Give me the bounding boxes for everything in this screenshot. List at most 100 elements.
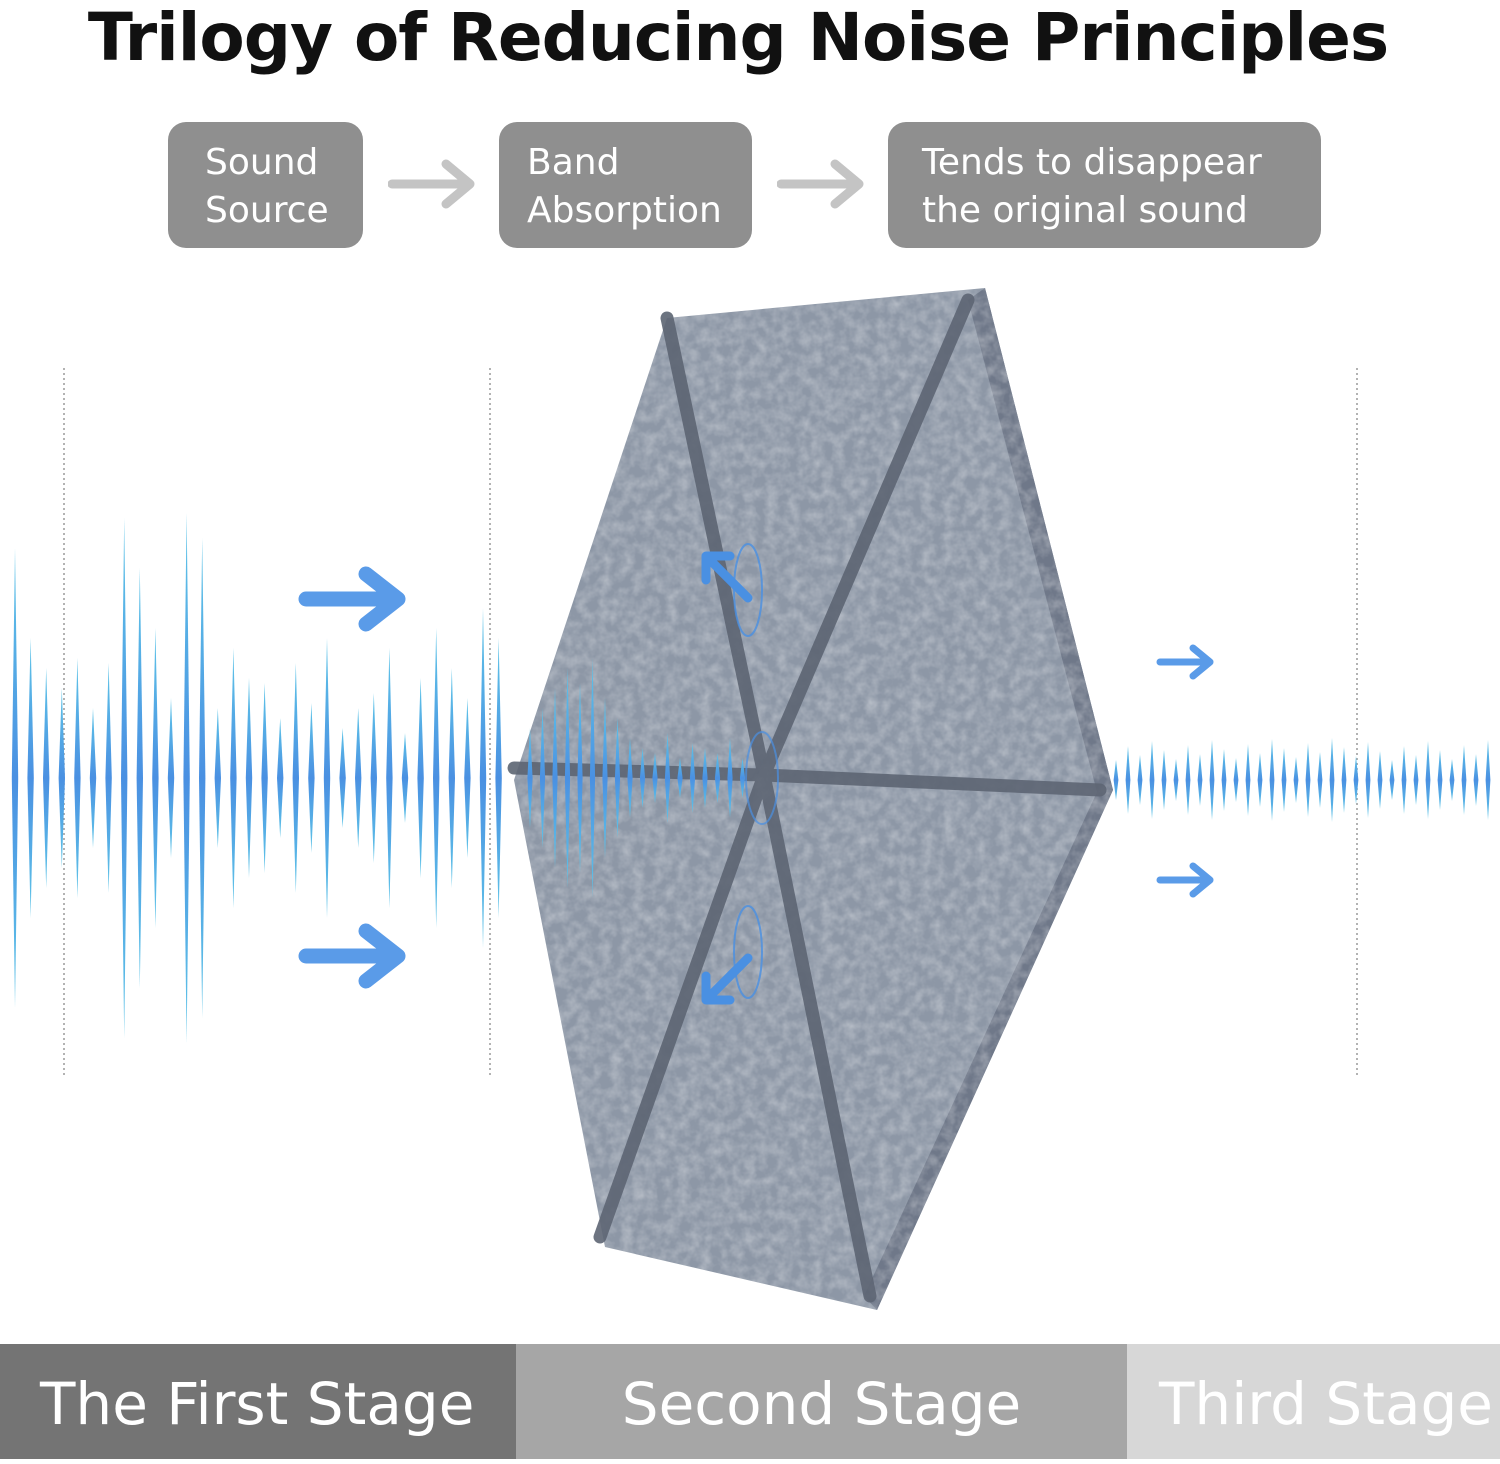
step-box-line: Source	[205, 190, 329, 231]
wave-spike	[1269, 739, 1275, 821]
sound-wave-absorbed	[527, 658, 746, 898]
wave-spike	[1185, 745, 1191, 815]
wave-spike	[1161, 750, 1167, 810]
step-box-line: Absorption	[527, 190, 722, 231]
step-box-disappear: Tends to disappear the original sound	[888, 122, 1321, 248]
wave-spike	[105, 663, 112, 893]
wave-spike	[727, 738, 733, 818]
wave-spike	[639, 748, 646, 808]
wave-spike	[464, 698, 471, 858]
wave-spike	[539, 708, 546, 848]
wave-spike	[27, 638, 34, 918]
wave-spike	[589, 658, 596, 898]
wave-spike	[1353, 756, 1359, 804]
absorption-ring	[745, 731, 779, 825]
sound-wave-incoming	[11, 513, 502, 1043]
wave-spike	[1245, 744, 1251, 816]
wave-spike	[370, 693, 377, 863]
wave-spike	[417, 678, 424, 878]
stage-third: Third Stage	[1127, 1344, 1500, 1459]
wave-spike	[1149, 741, 1155, 819]
page-title: Trilogy of Reducing Noise Principles	[87, 0, 1389, 76]
wave-spike	[121, 518, 128, 1038]
wave-spike	[1449, 759, 1455, 801]
step-box-line: Sound	[205, 142, 319, 183]
wave-spike	[1473, 754, 1479, 806]
wave-spike	[1221, 749, 1227, 811]
wave-spike	[1437, 750, 1443, 810]
wave-spike	[58, 688, 65, 868]
wave-spike	[11, 548, 19, 1008]
right-arrow-icon	[1156, 644, 1214, 680]
wave-spike	[714, 753, 721, 803]
wave-spike	[1293, 757, 1299, 803]
wave-spike	[1281, 748, 1287, 812]
step-box-band-absorption: Band Absorption	[499, 122, 752, 248]
wave-spike	[1461, 745, 1467, 815]
illustration	[11, 288, 1491, 1310]
wave-spike	[1233, 758, 1239, 802]
wave-spike	[652, 753, 658, 803]
right-arrow-icon	[1156, 862, 1214, 898]
step-box-line: the original sound	[922, 190, 1248, 231]
wave-spike	[739, 758, 746, 798]
wave-spike	[1113, 760, 1119, 800]
wave-spike	[1341, 747, 1347, 813]
wave-spike	[495, 638, 502, 918]
wave-spike	[527, 728, 533, 828]
wave-spike	[1365, 742, 1371, 818]
wave-spike	[1305, 743, 1311, 817]
wave-spike	[577, 683, 583, 873]
wave-spike	[433, 628, 440, 928]
wave-spike	[1125, 746, 1131, 814]
wave-spike	[1173, 759, 1179, 801]
wave-spike	[230, 648, 237, 908]
sound-wave-residual	[1113, 738, 1491, 822]
wave-spike	[401, 733, 409, 823]
flow-arrow-icon	[388, 159, 475, 209]
wave-spike	[1377, 751, 1383, 809]
wave-spike	[614, 718, 621, 838]
stage-second: Second Stage	[516, 1344, 1127, 1459]
wave-spike	[552, 688, 558, 868]
right-arrow-icon	[298, 923, 406, 989]
stage-dividers	[63, 368, 1358, 1076]
wave-spike	[323, 638, 331, 918]
wave-spike	[43, 668, 50, 888]
wave-spike	[1209, 740, 1215, 820]
wave-spike	[1257, 753, 1263, 807]
wave-spike	[564, 668, 571, 888]
rotate-arrow-icon	[701, 905, 763, 1005]
wave-spike	[214, 708, 221, 848]
wave-spike	[1401, 746, 1407, 814]
wave-spike	[1317, 752, 1323, 808]
wave-spike	[664, 733, 671, 823]
wave-spike	[355, 708, 362, 848]
rotate-arrow-icon	[701, 543, 763, 637]
wave-spike	[167, 698, 175, 858]
flow-arrow-icon	[777, 159, 864, 209]
right-arrow-icon	[298, 566, 406, 632]
wave-spike	[261, 683, 268, 873]
wave-spike	[89, 708, 97, 848]
wave-spike	[308, 703, 315, 853]
wave-spike	[199, 538, 206, 1018]
wave-spike	[627, 738, 633, 818]
wave-spike	[386, 648, 393, 908]
wave-spike	[152, 628, 159, 928]
wave-spike	[277, 718, 284, 838]
wave-spike	[292, 663, 299, 893]
wave-spike	[602, 698, 608, 858]
wave-spike	[136, 568, 143, 988]
step-box-sound-source: Sound Source	[168, 122, 363, 248]
wave-spike	[74, 658, 81, 898]
wave-spike	[1197, 754, 1203, 806]
stage-bar: The First Stage Second Stage Third Stage	[0, 1344, 1500, 1459]
wave-spike	[689, 743, 696, 813]
wave-spike	[677, 758, 683, 798]
wave-spike	[448, 668, 455, 888]
wave-spike	[183, 513, 190, 1043]
wave-spike	[1425, 741, 1431, 819]
wave-spike	[1485, 740, 1491, 820]
step-box-line: Tends to disappear	[922, 142, 1262, 183]
